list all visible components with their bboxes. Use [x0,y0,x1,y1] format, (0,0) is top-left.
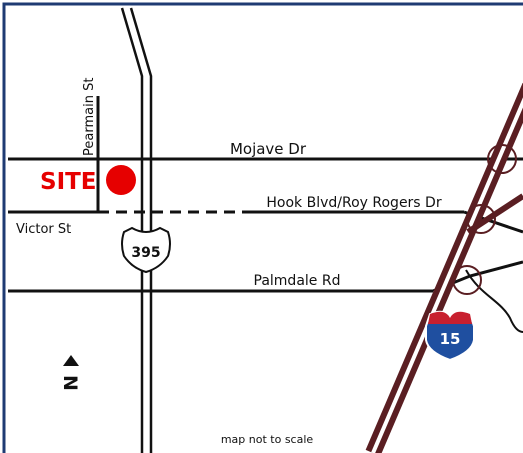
scale-note: map not to scale [221,433,314,446]
site-label: SITE [40,169,97,195]
interstate-15-shield-icon: 15 [425,310,475,362]
us-395-road-west [120,7,144,453]
palmdale-rd-label: Palmdale Rd [254,273,341,289]
us-395-road-east [129,7,153,453]
mojave-dr-label: Mojave Dr [230,140,307,158]
i-15-freeway [365,82,523,453]
us-395-number: 395 [131,245,160,261]
north-letter: N [59,375,81,391]
site-marker-icon [106,165,136,195]
pearmain-st-label: Pearmain St [82,78,97,156]
us-route-395-shield-icon: 395 [121,226,171,274]
i-15-number: 15 [440,330,461,348]
victor-st-label: Victor St [16,222,71,237]
mojave-interchange-icon [487,144,517,174]
north-arrow-icon: N [59,355,81,391]
palmdale-interchange-icon [452,265,482,295]
hook-blvd-label: Hook Blvd/Roy Rogers Dr [266,195,441,211]
hook-interchange-icon [466,204,496,234]
